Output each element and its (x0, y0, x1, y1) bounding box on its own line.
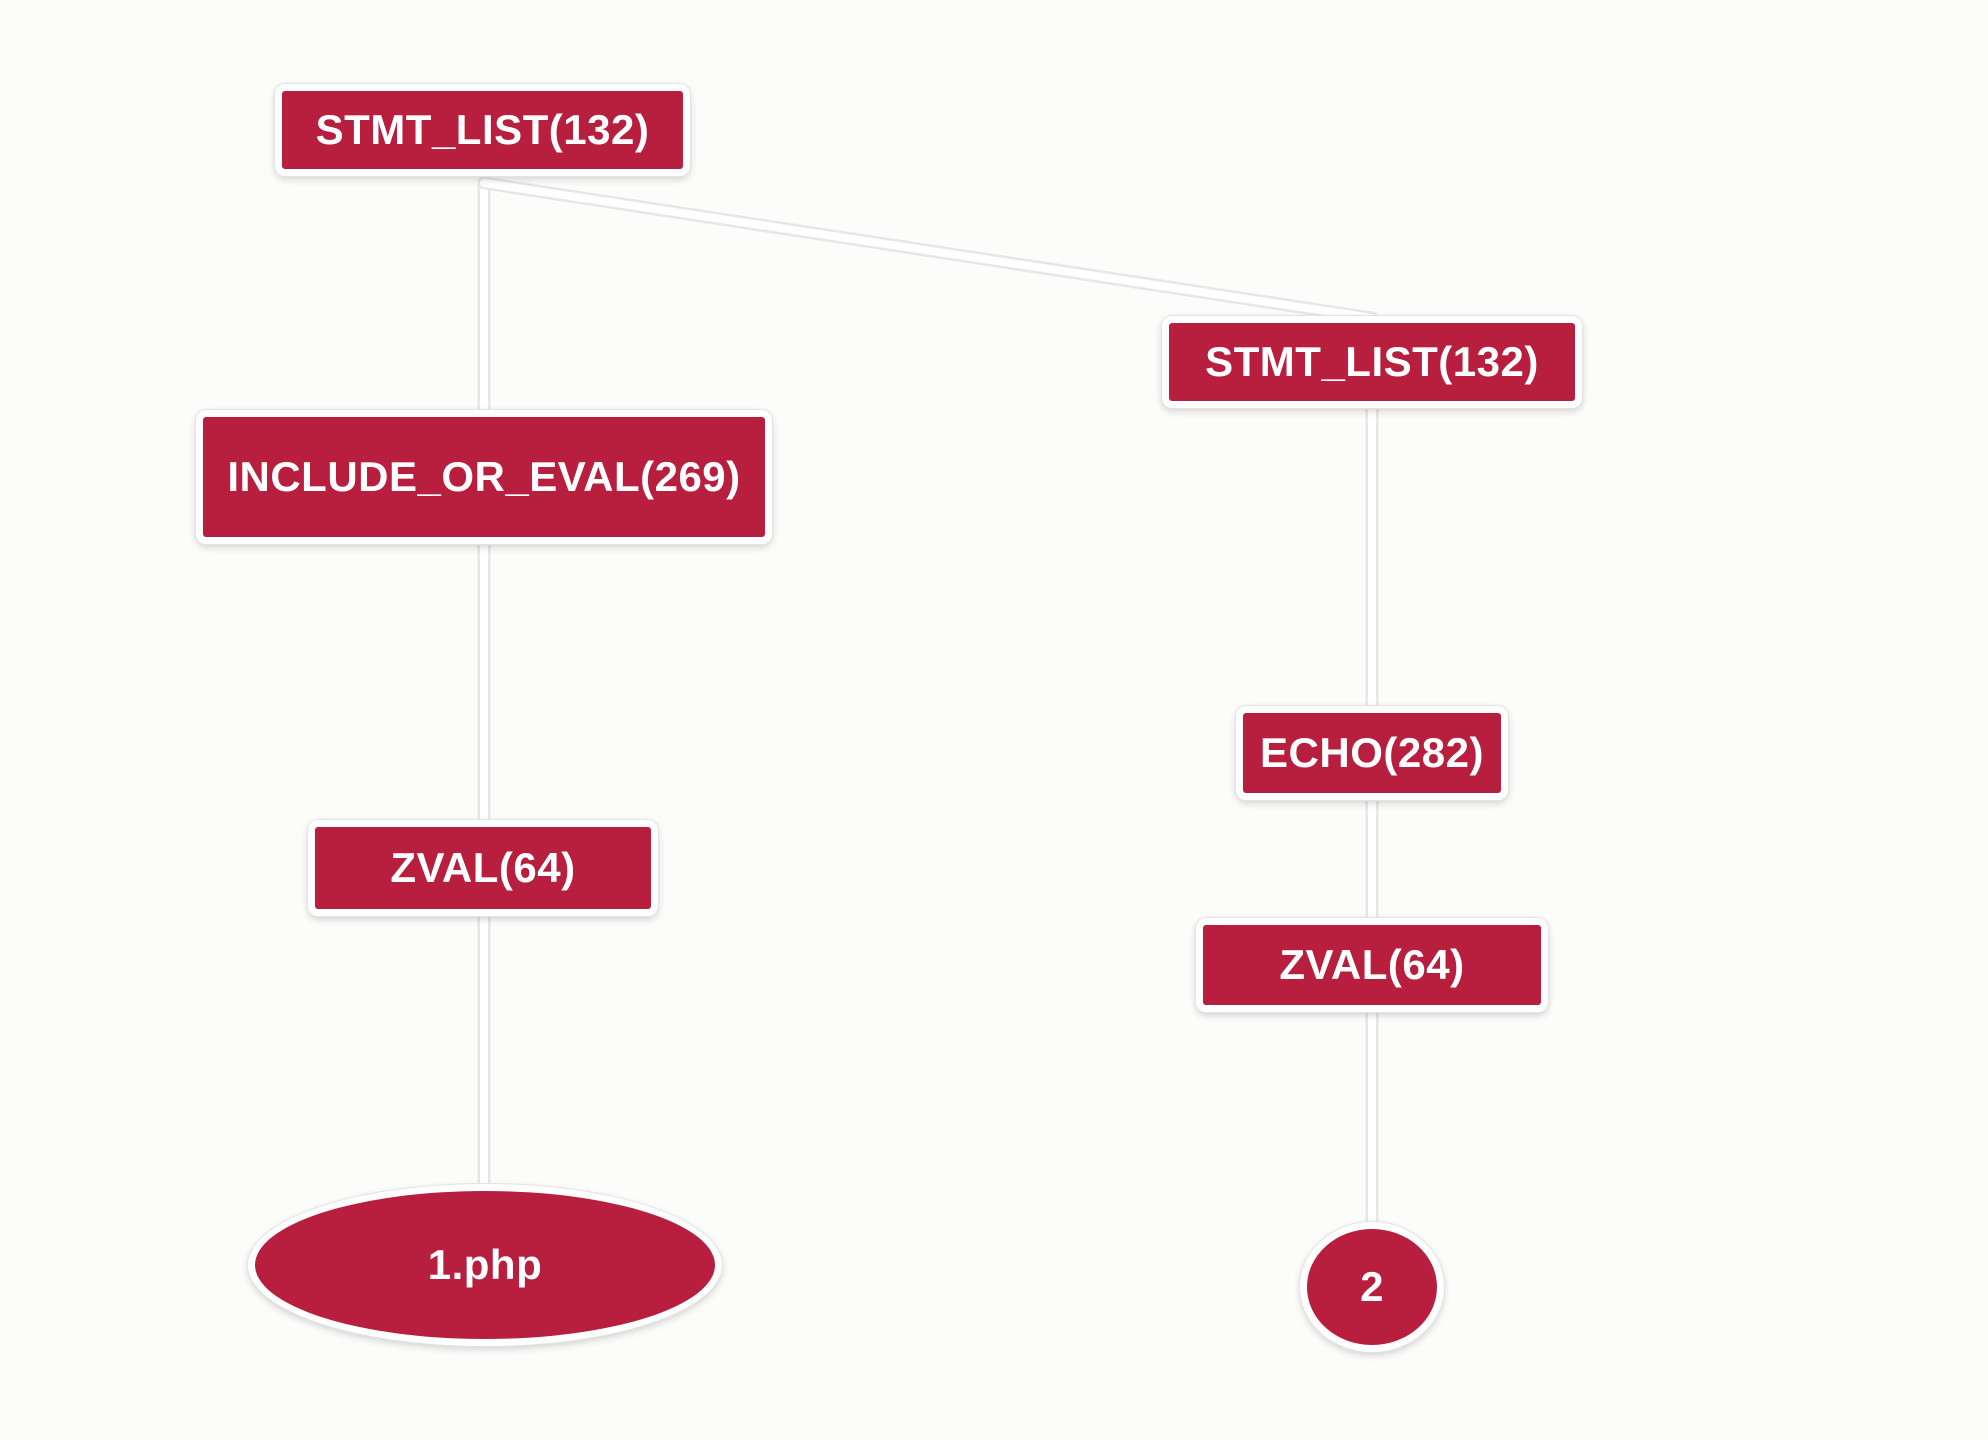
node-echo: ECHO(282) (1236, 706, 1508, 800)
node-zval-right: ZVAL(64) (1196, 918, 1548, 1012)
node-zval-left: ZVAL(64) (308, 820, 658, 916)
node-include-or-eval: INCLUDE_OR_EVAL(269) (196, 410, 772, 544)
edge-root-to-stmt-right (477, 176, 1379, 325)
node-value-2: 2 (1300, 1222, 1444, 1352)
node-file-1php: 1.php (248, 1184, 722, 1346)
node-stmt-list-right: STMT_LIST(132) (1162, 316, 1582, 408)
node-stmt-list-root: STMT_LIST(132) (275, 84, 690, 176)
